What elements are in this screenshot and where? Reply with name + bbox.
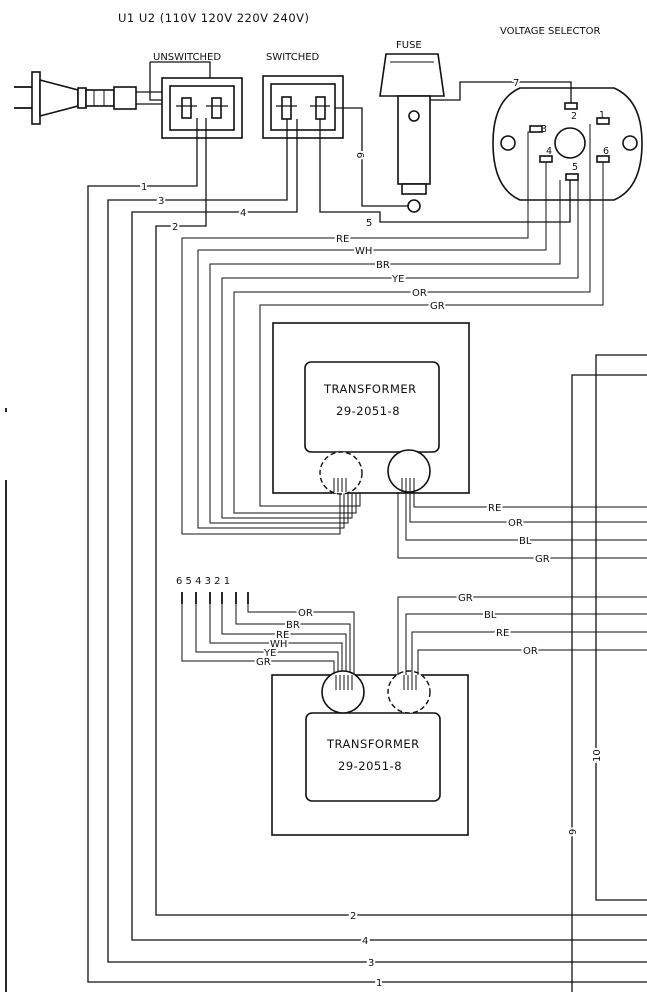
t1-wire-re-label: RE [488, 503, 501, 514]
wire-6 [335, 107, 408, 207]
terminal-strip [181, 592, 249, 604]
wire-4-label-bottom: 4 [362, 936, 368, 947]
wire-4-label-top: 4 [240, 208, 246, 219]
t1-wire-or-label: OR [508, 518, 523, 529]
wire-7 [444, 81, 572, 103]
transformer-1-leads [333, 478, 415, 492]
t2-wire-ye-label: YE [263, 648, 276, 659]
wire-2-label-bottom: 2 [350, 911, 356, 922]
selector-pin-4: 4 [546, 146, 552, 157]
t2-sec-gr-label: GR [458, 593, 473, 604]
secondary-wires-transformer-1 [397, 492, 647, 559]
wire-gr-label: GR [430, 301, 445, 312]
selector-pin-2: 2 [571, 111, 577, 122]
transformer-1-part: 29-2051-8 [336, 404, 400, 418]
t2-wire-re-label: RE [276, 630, 289, 641]
t1-wire-gr-label: GR [535, 554, 550, 565]
selector-pin-1: 1 [599, 110, 605, 121]
switched-socket [262, 75, 344, 139]
unswitched-label: UNSWITCHED [153, 52, 221, 63]
voltage-selector-label: VOLTAGE SELECTOR [500, 26, 600, 37]
t2-wire-br-label: BR [286, 620, 300, 631]
wire-9-label: 9 [568, 829, 579, 835]
primary-wires-transformer-2 [181, 604, 355, 675]
t2-wire-wh-label: WH [270, 639, 287, 650]
wire-7-label: 7 [513, 78, 519, 89]
fuse-holder [379, 53, 445, 213]
selector-pin-3: 3 [541, 124, 547, 135]
wire-br-label: BR [376, 260, 390, 271]
wire-6-label: 6 [354, 152, 365, 158]
wire-or-label: OR [412, 288, 427, 299]
t2-wire-or-label: OR [298, 608, 313, 619]
wire-2-label-top: 2 [172, 222, 178, 233]
transformer-1 [272, 322, 470, 495]
wire-10-label: 10 [592, 749, 603, 762]
selector-pin-5: 5 [572, 162, 578, 173]
secondary-wires-transformer-2 [397, 596, 647, 675]
wire-ye-label: YE [391, 274, 404, 285]
t2-sec-re-label: RE [496, 628, 509, 639]
t2-sec-or-label: OR [523, 646, 538, 657]
transformer-2-title: TRANSFORMER [326, 737, 420, 751]
transformer-1-title: TRANSFORMER [323, 382, 417, 396]
terminal-numbers: 6 5 4 3 2 1 [176, 576, 230, 587]
wire-1-label-bottom: 1 [376, 978, 382, 989]
fuse-label: FUSE [396, 40, 422, 51]
switched-label: SWITCHED [266, 52, 320, 63]
transformer-2 [271, 670, 469, 836]
unswitched-socket [149, 61, 243, 139]
wire-5-label: 5 [366, 218, 372, 229]
transformer-2-leads [335, 675, 417, 690]
mains-plug [14, 71, 176, 125]
t2-wire-gr-label: GR [256, 657, 271, 668]
primary-wires-transformer-1 [181, 124, 604, 535]
wire-wh-label: WH [355, 246, 372, 257]
power-loop-wires [87, 118, 647, 983]
t2-sec-bl-label: BL [484, 610, 497, 621]
t1-wire-bl-label: BL [519, 536, 532, 547]
transformer-2-part: 29-2051-8 [338, 759, 402, 773]
wire-3-label-bottom: 3 [368, 958, 374, 969]
voltage-selector [492, 87, 643, 201]
wire-3-label-top: 3 [158, 196, 164, 207]
right-side-wires [571, 354, 647, 992]
wire-1-label-top: 1 [141, 182, 147, 193]
wire-re-label: RE [336, 234, 349, 245]
voltage-note: U1 U2 (110V 120V 220V 240V) [118, 11, 310, 25]
selector-pin-6: 6 [603, 146, 609, 157]
